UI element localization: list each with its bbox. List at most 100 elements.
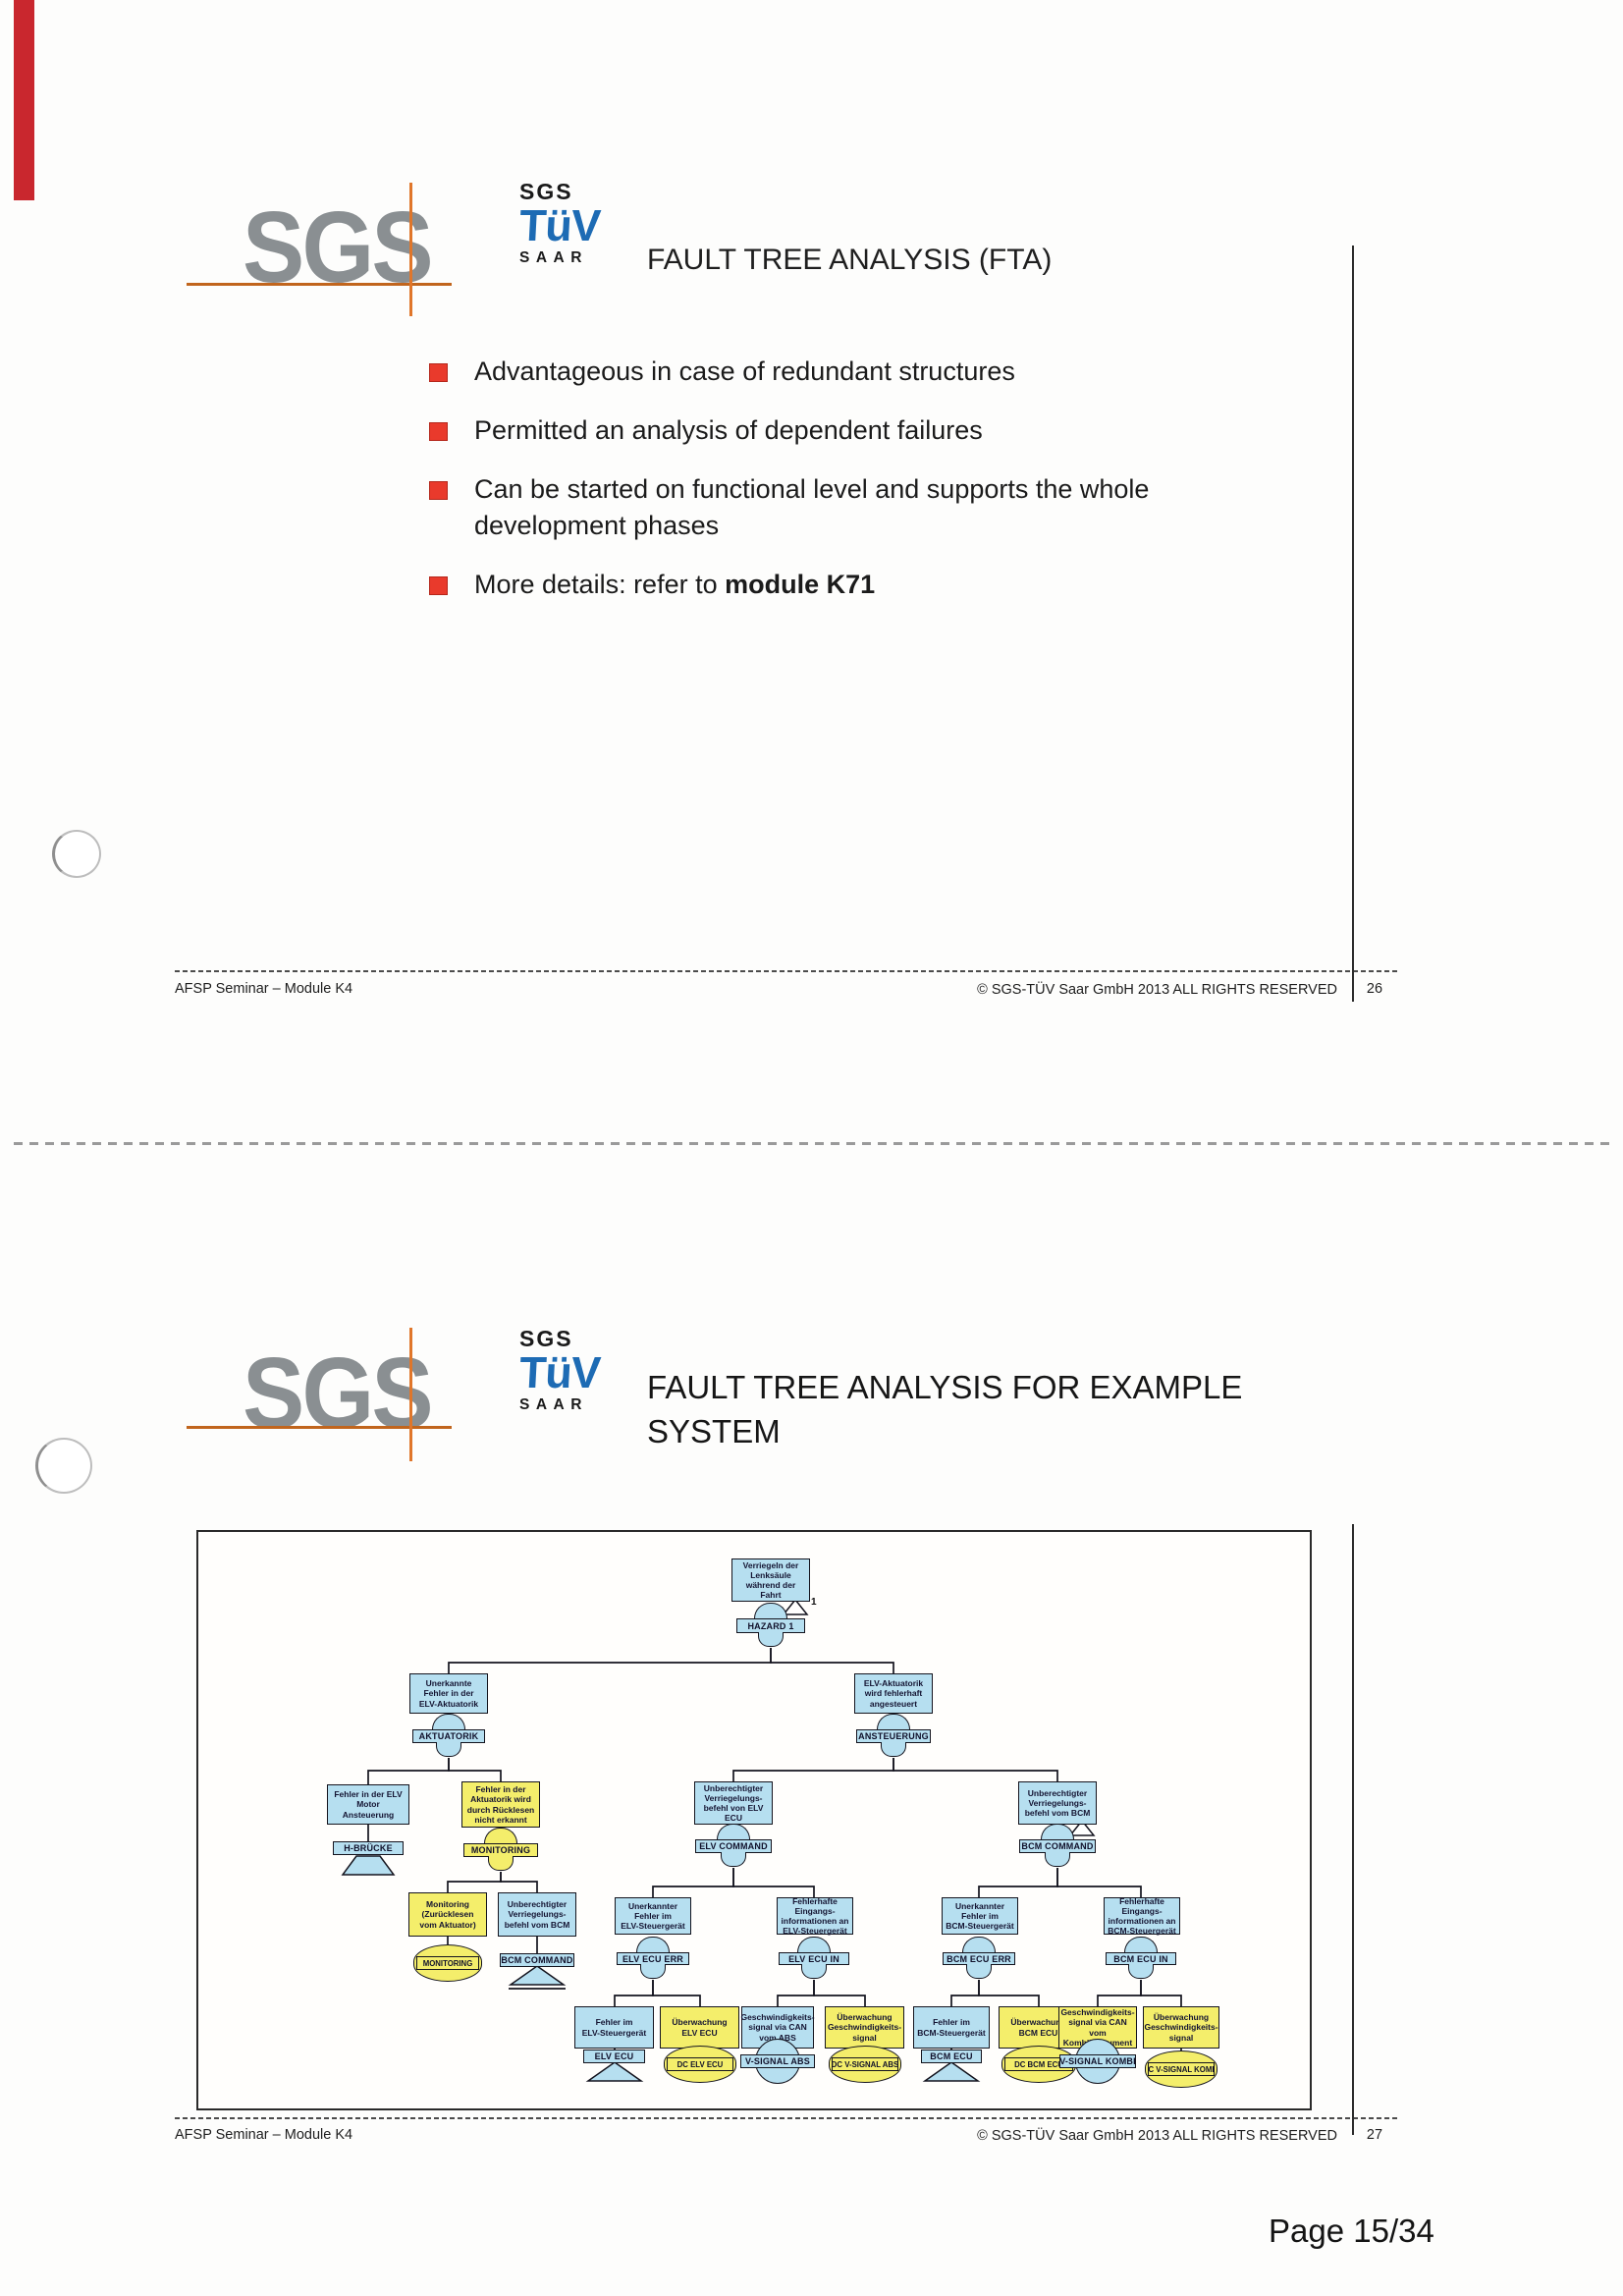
bullet-text: Permitted an analysis of dependent failu… xyxy=(474,415,983,445)
tree-label-elvcommand: ELV COMMAND xyxy=(695,1839,772,1853)
tree-label-monleaf: MONITORING xyxy=(416,1956,479,1970)
tuv-logo-tuv-text: TüV xyxy=(517,200,602,250)
tree-label-vsignalabs: V-SIGNAL ABS xyxy=(740,2054,815,2068)
bullet-square-icon xyxy=(429,576,448,595)
connector-line xyxy=(732,1758,894,1783)
tree-label-vsignalkombi: V-SIGNAL KOMBI xyxy=(1059,2054,1136,2068)
connector-line xyxy=(652,1980,701,2008)
connector-line xyxy=(950,1980,980,2008)
connector-line xyxy=(448,1648,772,1675)
slide2-title-line1: FAULT TREE ANALYSIS FOR EXAMPLE xyxy=(647,1369,1243,1405)
slide2-footer-line xyxy=(175,2117,1398,2119)
connector-line xyxy=(1140,1980,1182,2008)
tree-label-elvecu: ELV ECU xyxy=(583,2050,645,2063)
connector-line xyxy=(732,1868,815,1899)
sgs-logo-underline xyxy=(187,283,452,286)
connector-line xyxy=(652,1868,734,1899)
transfer-number: 1 xyxy=(811,1597,817,1608)
tuv-saar-logo: SGS TüV SAAR xyxy=(517,1326,637,1414)
tree-label-aktuatorik: AKTUATORIK xyxy=(412,1729,485,1743)
slide1-page-number: 26 xyxy=(1366,981,1383,997)
sgs-logo-underline xyxy=(187,1426,452,1429)
hole-punch-top xyxy=(52,830,101,878)
tree-label-hazard: HAZARD 1 xyxy=(736,1618,805,1633)
bullet-text: More details: refer to module K71 xyxy=(474,570,876,599)
tuv-saar-logo: SGS TüV SAAR xyxy=(517,179,637,267)
transfer-triangle-icon xyxy=(922,2061,981,2082)
transfer-triangle-icon xyxy=(1068,1819,1096,1836)
connector-line xyxy=(777,1980,815,2008)
bullet-item: Advantageous in case of redundant struct… xyxy=(429,354,1421,390)
slide1-right-border xyxy=(1352,246,1354,1002)
bullet-square-icon xyxy=(429,422,448,441)
slide1-title: FAULT TREE ANALYSIS (FTA) xyxy=(647,244,1053,276)
transfer-triangle-icon xyxy=(508,1965,567,1986)
slide2-page-number: 27 xyxy=(1366,2127,1383,2143)
connector-line xyxy=(978,1868,1058,1899)
connector-line xyxy=(500,1872,538,1894)
slide2-footer-copyright: © SGS-TÜV Saar GmbH 2013 ALL RIGHTS RESE… xyxy=(977,2128,1337,2144)
slide1-footer-copyright: © SGS-TÜV Saar GmbH 2013 ALL RIGHTS RESE… xyxy=(977,982,1337,998)
connector-line xyxy=(813,1980,866,2008)
slide1-footer-left: AFSP Seminar – Module K4 xyxy=(175,981,353,997)
bullet-square-icon xyxy=(429,481,448,500)
bullet-list: Advantageous in case of redundant struct… xyxy=(429,354,1421,626)
tree-connectors xyxy=(341,1598,1182,2082)
document-page-label: Page 15/34 xyxy=(1269,2213,1434,2249)
connector-line xyxy=(448,1758,502,1783)
connector-line xyxy=(1097,1980,1142,2008)
bullet-text: Advantageous in case of redundant struct… xyxy=(474,356,1015,386)
slide1-footer-line xyxy=(175,970,1398,972)
bullet-item: More details: refer to module K71 xyxy=(429,567,1421,603)
connector-line xyxy=(614,1980,654,2008)
bullet-item: Can be started on functional level and s… xyxy=(429,471,1421,544)
slide2-title: FAULT TREE ANALYSIS FOR EXAMPLE SYSTEM xyxy=(647,1365,1242,1453)
tuv-logo-tuv-text: TüV xyxy=(517,1347,602,1397)
tuv-logo-sgs-text: SGS xyxy=(519,179,573,204)
tree-label-dcvsignalabs: DC V-SIGNAL ABS xyxy=(832,2057,898,2071)
bullet-square-icon xyxy=(429,363,448,382)
tuv-logo-saar-text: SAAR xyxy=(519,249,588,266)
connector-line xyxy=(978,1980,1040,2008)
connector-line xyxy=(447,1872,502,1894)
tree-label-ansteuerung: ANSTEUERUNG xyxy=(856,1729,931,1743)
tree-label-bcmecu: BCM ECU xyxy=(921,2050,982,2063)
tuv-logo-saar-text: SAAR xyxy=(519,1396,588,1413)
slide2-right-border xyxy=(1352,1524,1354,2135)
sgs-logo: SGS xyxy=(243,191,434,303)
bullet-item: Permitted an analysis of dependent failu… xyxy=(429,412,1421,449)
slide2-title-line2: SYSTEM xyxy=(647,1413,781,1449)
transfer-triangle-icon xyxy=(782,1598,809,1615)
connector-line xyxy=(893,1758,1058,1783)
tuv-logo-sgs-text: SGS xyxy=(519,1326,573,1351)
tree-label-dcelvecu: DC ELV ECU xyxy=(667,2057,733,2071)
tree-label-bcmcommand: BCM COMMAND xyxy=(1019,1839,1096,1853)
tree-label-monitoring3: MONITORING xyxy=(463,1843,538,1857)
sgs-logo-crossline xyxy=(409,183,412,316)
slide2-footer-left: AFSP Seminar – Module K4 xyxy=(175,2127,353,2143)
slide-separator-line xyxy=(14,1142,1610,1145)
bullet-text: Can be started on functional level and s… xyxy=(474,474,1150,540)
tree-label-hbruecke: H-BRÜCKE xyxy=(333,1841,404,1855)
scan-red-stripe xyxy=(14,0,34,200)
connector-line xyxy=(367,1758,450,1786)
connector-line xyxy=(1056,1868,1142,1899)
